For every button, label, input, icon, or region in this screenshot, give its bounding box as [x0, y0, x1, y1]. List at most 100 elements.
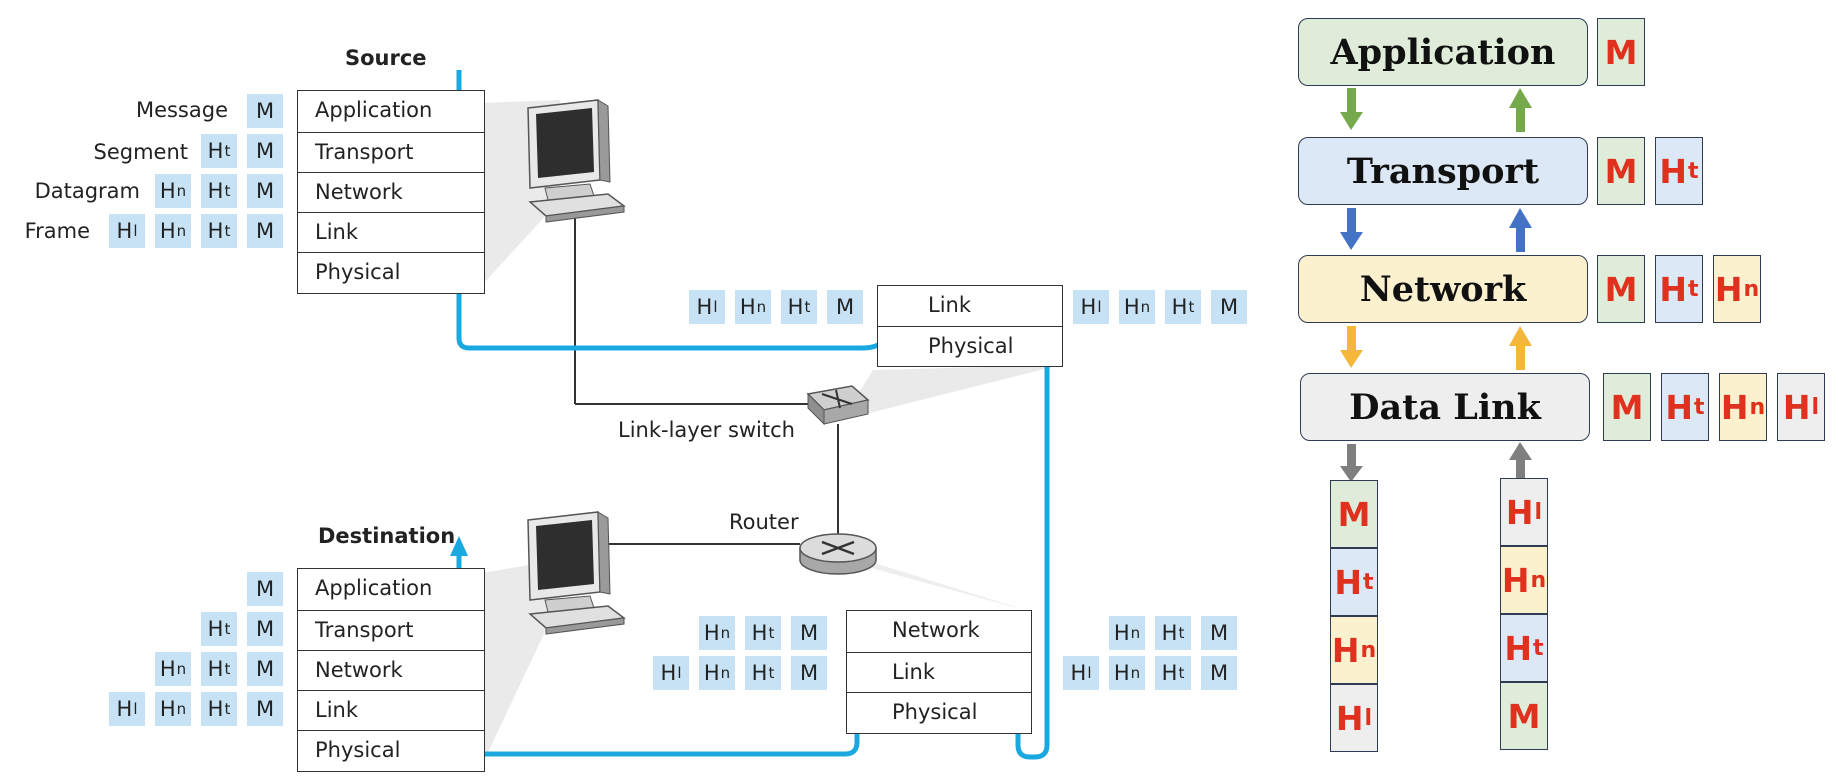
header-box-m: M [247, 174, 283, 208]
header-box-m: M [247, 134, 283, 168]
tag-m: M [1597, 18, 1645, 86]
destination-host-wedge [482, 560, 560, 765]
destination-stack-link: Link [298, 690, 484, 730]
switch-stack-physical: Physical [878, 326, 1062, 366]
switch-stack: Link Physical [877, 285, 1063, 367]
source-stack-application: Application [315, 98, 433, 122]
header-box-m: M [827, 290, 863, 324]
destination-title: Destination [318, 524, 456, 548]
row-label-segment: Segment [93, 140, 189, 164]
row-label-frame: Frame [24, 219, 90, 243]
header-box-m: M [1211, 290, 1247, 324]
destination-stack: Application Transport Network Link Physi… [297, 568, 485, 772]
out-tag-m: M [1330, 480, 1378, 548]
source-computer-icon [527, 99, 626, 223]
source-stack: Application Transport Network Link Physi… [297, 90, 485, 294]
header-box-m: M [247, 612, 283, 646]
router-stack-network: Network [892, 618, 980, 642]
header-box-m: M [247, 572, 283, 606]
header-box-m: M [791, 616, 827, 650]
header-box-m: M [247, 652, 283, 686]
router-wedge [842, 560, 1025, 610]
destination-stack-physical: Physical [298, 730, 484, 770]
source-stack-network: Network [298, 172, 484, 212]
header-box-m: M [791, 656, 827, 690]
destination-computer-icon [527, 511, 626, 635]
tag-m: M [1597, 255, 1645, 323]
destination-stack-application: Application [315, 576, 433, 600]
path-arrowhead [450, 536, 468, 556]
tag-m: M [1597, 137, 1645, 205]
switch-label: Link-layer switch [618, 418, 795, 442]
header-box-m: M [247, 94, 283, 128]
source-stack-link: Link [298, 212, 484, 252]
header-box-m: M [247, 692, 283, 726]
row-label-message: Message [135, 98, 228, 122]
tag-m: M [1603, 373, 1651, 441]
source-stack-physical: Physical [298, 252, 484, 292]
destination-stack-transport: Transport [298, 610, 484, 650]
router-icon [799, 533, 877, 575]
source-stack-transport: Transport [298, 132, 484, 172]
right-arrows [1340, 88, 1532, 482]
source-title: Source [345, 46, 427, 70]
router-stack: Network Link Physical [846, 610, 1032, 734]
destination-stack-network: Network [298, 650, 484, 690]
switch-icon [806, 385, 870, 426]
header-box-m: M [1201, 616, 1237, 650]
layer-network: Network [1298, 255, 1588, 323]
router-stack-physical: Physical [847, 692, 1031, 732]
layer-transport: Transport [1298, 137, 1588, 205]
switch-wedge [842, 365, 1060, 420]
layer-application: Application [1298, 18, 1588, 86]
row-label-datagram: Datagram [34, 179, 140, 203]
in-tag-m: M [1500, 682, 1548, 750]
header-box-m: M [247, 214, 283, 248]
switch-stack-link: Link [928, 293, 972, 317]
router-label: Router [729, 510, 799, 534]
header-box-m: M [1201, 656, 1237, 690]
